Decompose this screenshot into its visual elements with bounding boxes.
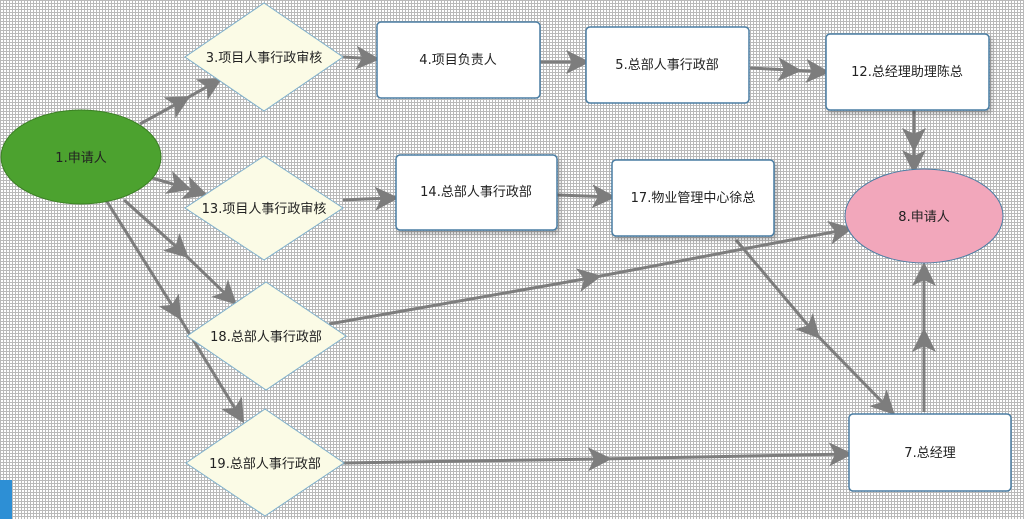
node-project-manager-4[interactable]: 4.项目负责人 [376,21,541,99]
node-project-hr-review-13-label: 13.项目人事行政审核 [202,202,327,217]
node-hq-hr-admin-14-label: 14.总部人事行政部 [420,185,532,200]
node-hq-hr-admin-19[interactable]: 19.总部人事行政部 [185,408,345,517]
node-property-center-17-label: 17.物业管理中心徐总 [631,191,756,206]
connector-5-to-12 [749,57,830,83]
node-property-center-17[interactable]: 17.物业管理中心徐总 [611,159,775,237]
connector-14-to-17 [556,184,616,209]
connector-1-to-18 [123,198,237,305]
node-gm-assistant-12[interactable]: 12.总经理助理陈总 [825,33,990,111]
node-applicant-start[interactable]: 1.申请人 [0,109,162,205]
node-hq-hr-admin-18-label: 18.总部人事行政部 [210,330,322,345]
connector-17-to-7 [734,239,895,415]
node-applicant-end-8-label: 8.申请人 [898,210,949,225]
node-project-hr-review-3-label: 3.项目人事行政审核 [206,51,322,66]
node-hq-hr-admin-14[interactable]: 14.总部人事行政部 [395,154,558,231]
node-general-manager-7-label: 7.总经理 [904,446,955,461]
connector-1-to-13 [151,170,208,200]
node-general-manager-7[interactable]: 7.总经理 [848,413,1012,492]
node-project-hr-review-3[interactable]: 3.项目人事行政审核 [184,2,344,112]
connector-19-to-7 [342,442,853,472]
node-hq-hr-admin-18[interactable]: 18.总部人事行政部 [186,281,347,391]
node-hq-hr-admin-19-label: 19.总部人事行政部 [209,457,321,472]
node-hq-hr-admin-5[interactable]: 5.总部人事行政部 [585,26,750,104]
connector-3-to-4 [342,45,380,70]
node-gm-assistant-12-label: 12.总经理助理陈总 [851,64,963,80]
side-panel-tab[interactable] [0,480,12,519]
node-project-manager-4-label: 4.项目负责人 [419,53,496,68]
connector-18-to-8 [328,220,853,326]
connector-1-to-19 [104,199,245,424]
node-hq-hr-admin-5-label: 5.总部人事行政部 [615,58,718,73]
node-applicant-end-8[interactable]: 8.申请人 [844,168,1004,264]
node-project-hr-review-13[interactable]: 13.项目人事行政审核 [184,155,344,261]
connector-1-to-3 [139,78,223,126]
node-applicant-start-label: 1.申请人 [55,151,106,166]
connector-13-to-14 [342,186,399,211]
